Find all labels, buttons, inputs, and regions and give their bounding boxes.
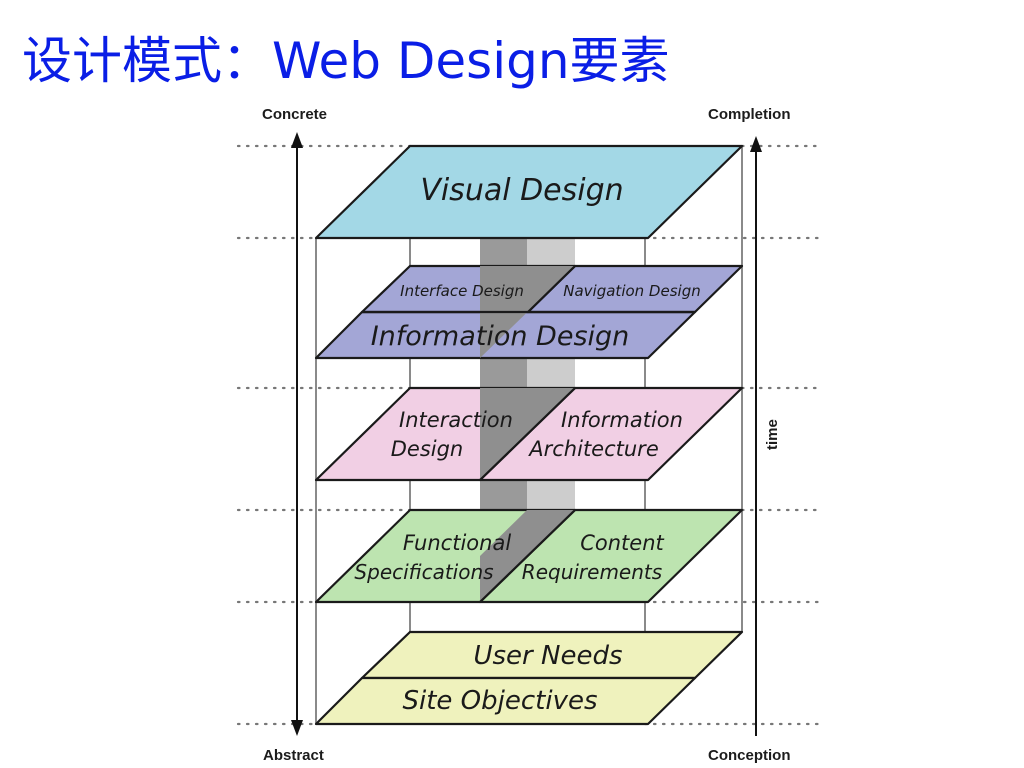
plane-visual-design [314,144,744,240]
divider [527,265,576,313]
arrow-down-icon [291,720,303,736]
label-time: time [764,419,781,450]
label-interaction-line1: Interaction [399,408,513,432]
divider [479,387,576,481]
label-content-line1: Content [580,531,664,555]
label-navigation-design: Navigation Design [563,282,700,300]
plane-site-objectives [314,676,697,726]
plane-skeleton [314,264,744,360]
plane-surface [314,144,744,240]
concrete-abstract-axis [291,132,303,736]
label-conception: Conception [708,747,791,764]
arrow-up-icon [291,132,303,148]
label-information-design: Information Design [371,321,630,352]
label-visual-design: Visual Design [420,173,623,208]
arrow-up-icon [750,136,762,152]
label-site-objectives: Site Objectives [402,686,597,716]
label-information-architecture-line2: Architecture [527,437,659,461]
label-user-needs: User Needs [473,641,622,671]
label-interaction-line2: Design [391,437,464,461]
label-abstract: Abstract [263,747,324,764]
guide-lines [236,144,824,726]
label-interface-design: Interface Design [400,282,524,300]
label-functional-line1: Functional [403,531,511,555]
time-axis [750,136,762,736]
plane-strategy [314,630,744,726]
label-completion: Completion [708,106,791,123]
plane-structure [314,386,744,482]
divider [479,509,576,603]
label-concrete: Concrete [262,106,327,123]
label-content-line2: Requirements [522,560,662,584]
label-functional-line2: Specifications [354,560,493,584]
slide-title: 设计模式：Web Design要素 [22,32,670,90]
label-information-architecture-line1: Information [561,408,683,432]
plane-scope [314,508,744,604]
